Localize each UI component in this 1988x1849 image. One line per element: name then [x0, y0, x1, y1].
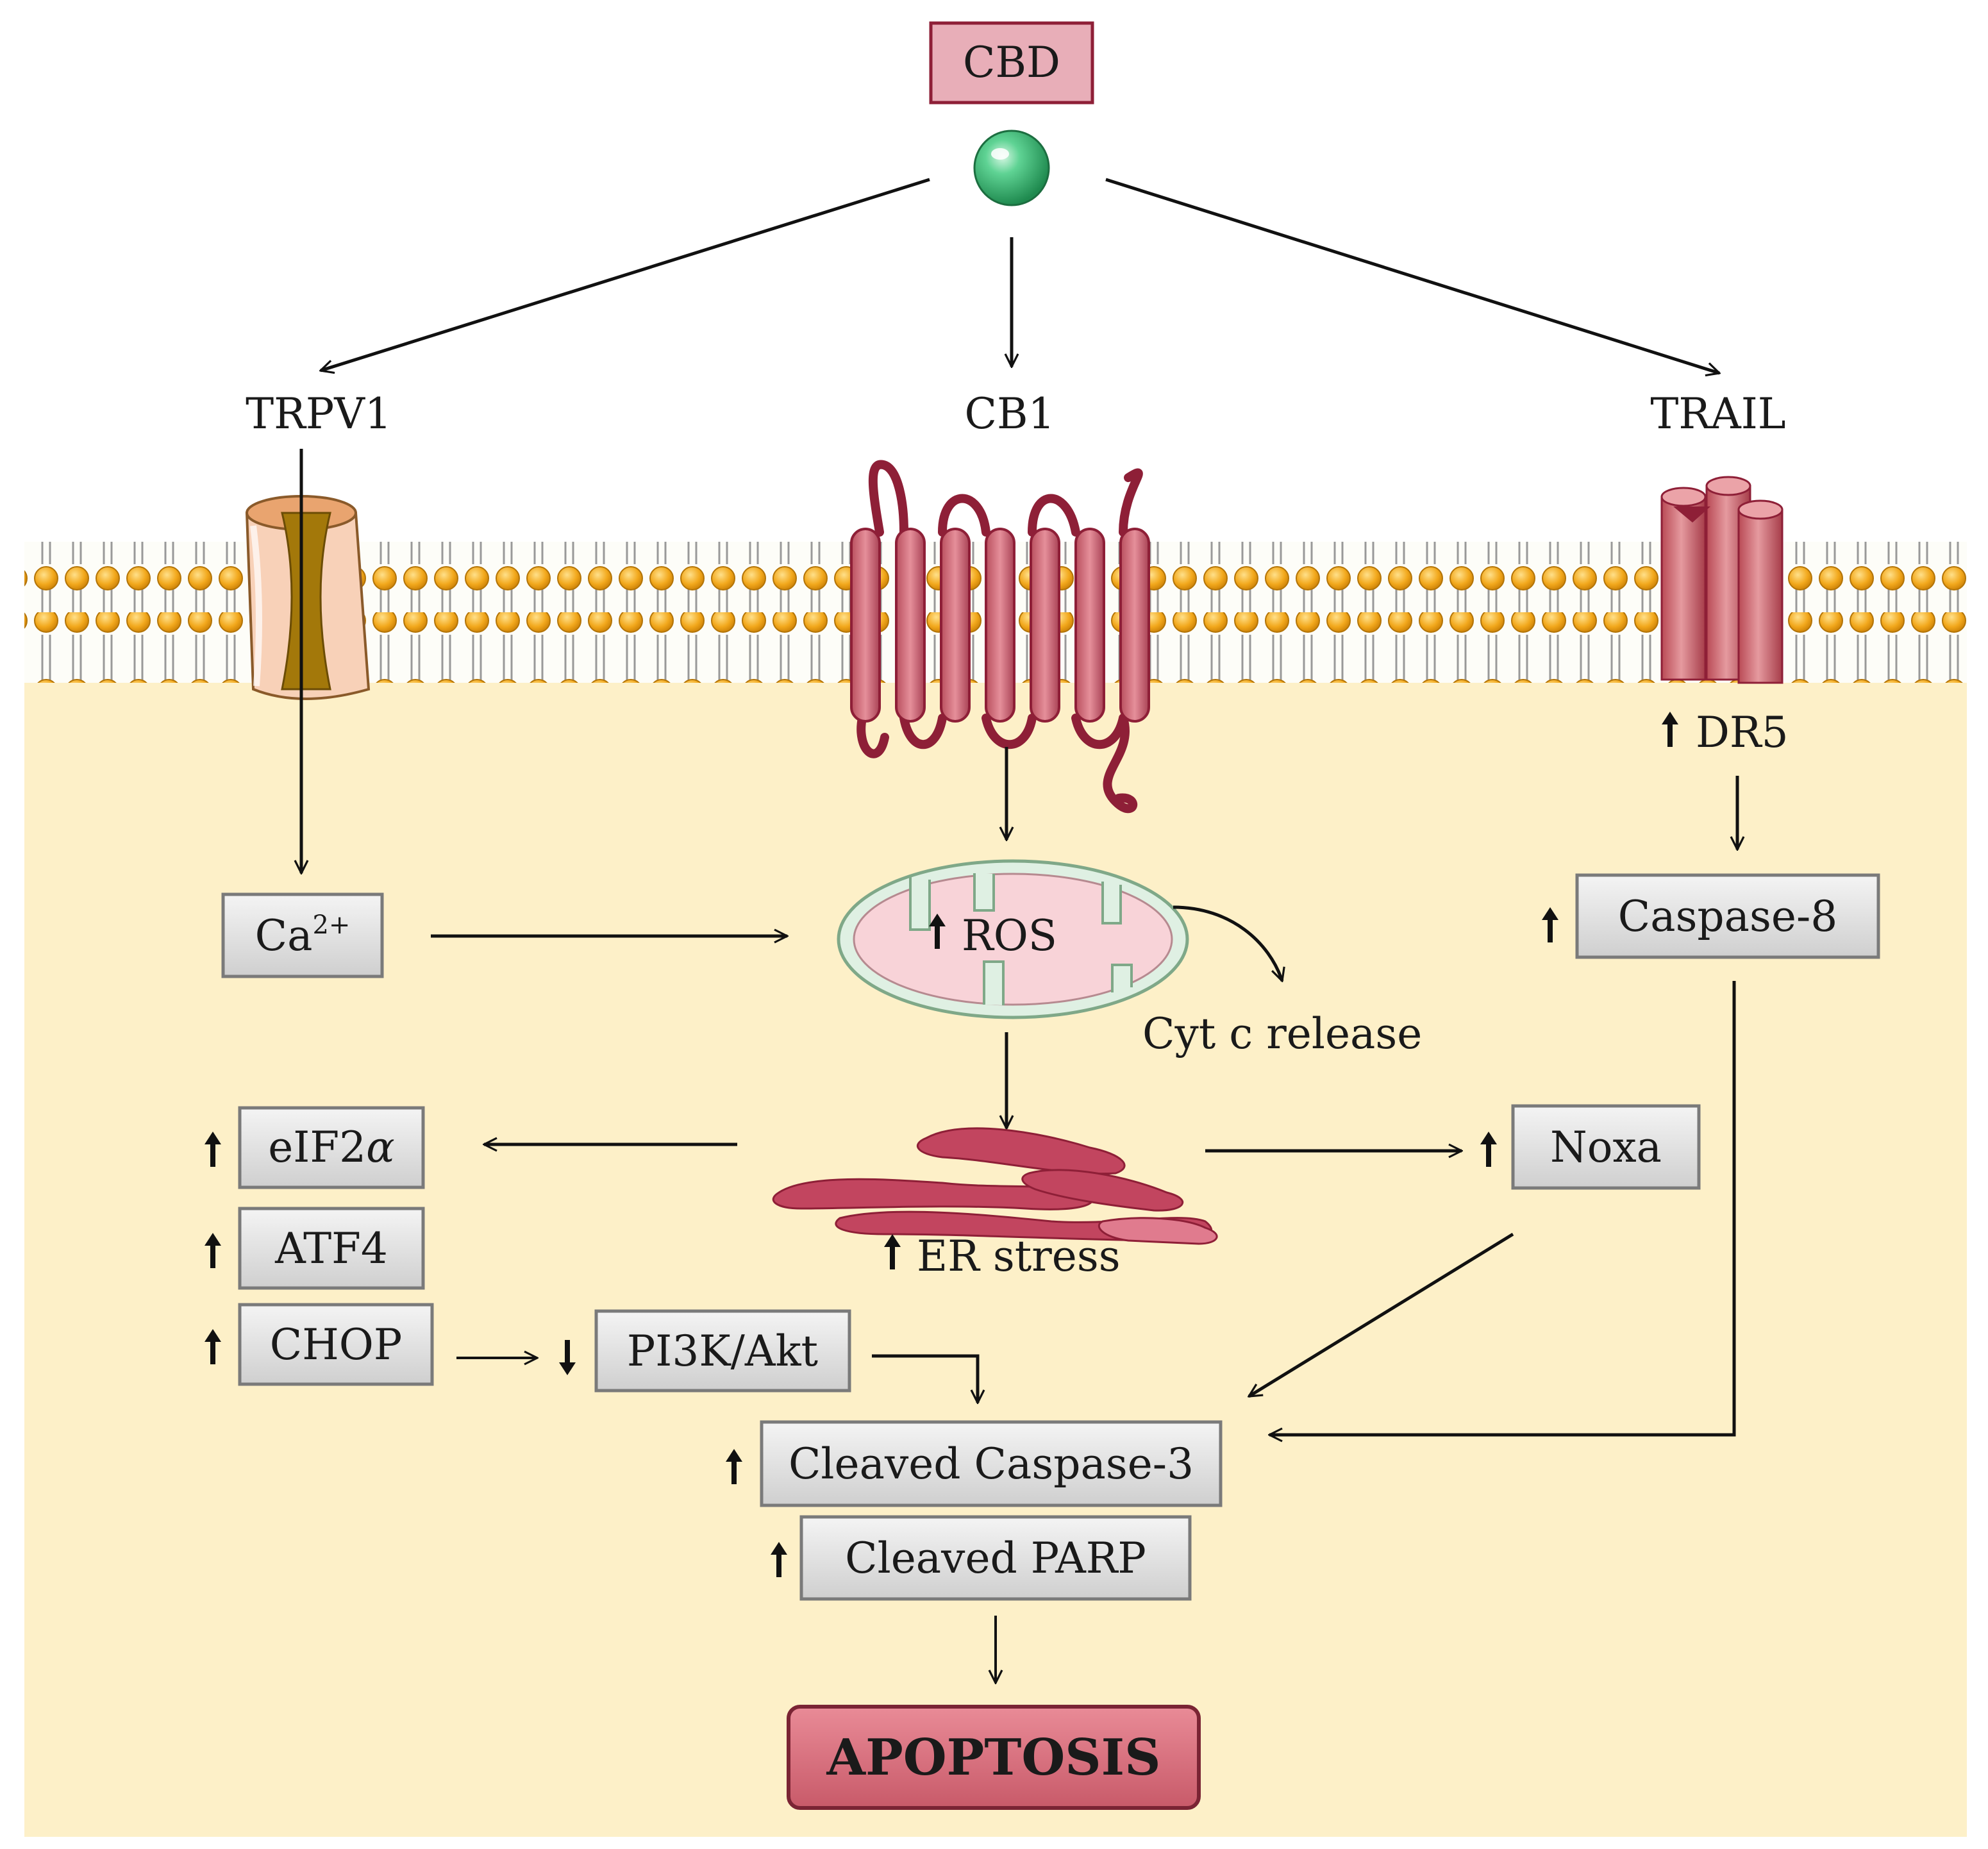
ros-group: ROS — [929, 911, 1057, 960]
cbd-label: CBD — [963, 38, 1060, 87]
up-arrow-icon — [771, 1542, 787, 1577]
up-arrow-icon — [205, 1329, 221, 1364]
cleaved-caspase3-label: Cleaved Caspase-3 — [789, 1439, 1194, 1489]
arrow-pi3k-caspase3 — [872, 1354, 978, 1403]
cb1-receptor-icon — [850, 460, 1150, 814]
up-arrow-icon — [726, 1449, 742, 1484]
up-arrow-icon — [884, 1234, 901, 1269]
arrow-cbd-trpv1 — [321, 178, 930, 371]
er-icon — [772, 1127, 1218, 1245]
down-arrow-icon — [559, 1340, 576, 1375]
arrow-cbd-trail — [1105, 178, 1719, 373]
ca-superscript: 2+ — [312, 910, 350, 940]
noxa-group: Noxa — [1480, 1104, 1701, 1190]
dr5-group: DR5 — [1662, 708, 1789, 757]
arrow-cytc-release — [1173, 905, 1282, 981]
pi3k-label: PI3K/Akt — [627, 1326, 818, 1376]
ca-box: Ca2+ — [221, 892, 384, 978]
cbd-box: CBD — [929, 21, 1094, 105]
svg-text:Ca2+: Ca2+ — [255, 910, 351, 960]
trail-label: TRAIL — [1650, 389, 1785, 439]
arrow-noxa-caspase3 — [1249, 1232, 1514, 1398]
cb1-label: CB1 — [965, 389, 1055, 439]
er-stress-label: ER stress — [917, 1232, 1121, 1281]
arrow-caspase8-caspase3 — [1269, 981, 1736, 1435]
chop-group: CHOP — [205, 1303, 434, 1386]
caspase8-label: Caspase-8 — [1618, 892, 1838, 941]
caspase8-group: Caspase-8 — [1542, 873, 1880, 959]
mitochondrion-icon — [837, 859, 1189, 1019]
apoptosis-box: APOPTOSIS — [787, 1705, 1201, 1810]
cleaved-caspase3-group: Cleaved Caspase-3 — [726, 1420, 1223, 1507]
eif2a-group: eIF2α — [205, 1106, 425, 1189]
up-arrow-icon — [929, 914, 946, 949]
trpv1-label: TRPV1 — [246, 389, 392, 439]
chop-label: CHOP — [270, 1320, 403, 1369]
atf4-label: ATF4 — [274, 1224, 388, 1273]
ca-label: Ca — [255, 911, 313, 960]
up-arrow-icon — [205, 1233, 221, 1268]
cbd-ligand-icon — [973, 130, 1050, 206]
atf4-group: ATF4 — [205, 1207, 425, 1290]
cytc-label: Cyt c release — [1142, 1009, 1422, 1058]
ros-label: ROS — [962, 911, 1057, 960]
dr5-receptor-icon — [1660, 476, 1783, 684]
er-stress-group: ER stress — [884, 1232, 1121, 1281]
up-arrow-icon — [1542, 907, 1558, 942]
apoptosis-label: APOPTOSIS — [826, 1728, 1161, 1787]
eif2a-label: eIF2 — [268, 1123, 366, 1172]
dr5-label: DR5 — [1696, 708, 1789, 757]
cleaved-parp-group: Cleaved PARP — [771, 1515, 1192, 1601]
up-arrow-icon — [1480, 1132, 1497, 1167]
cleaved-parp-label: Cleaved PARP — [845, 1534, 1146, 1583]
pi3k-group: PI3K/Akt — [559, 1309, 851, 1393]
trpv1-channel-icon — [245, 495, 371, 700]
up-arrow-icon — [205, 1132, 221, 1167]
up-arrow-icon — [1662, 712, 1678, 747]
noxa-label: Noxa — [1550, 1123, 1662, 1172]
svg-text:eIF2α: eIF2α — [268, 1123, 395, 1172]
eif2a-alpha: α — [366, 1123, 395, 1172]
